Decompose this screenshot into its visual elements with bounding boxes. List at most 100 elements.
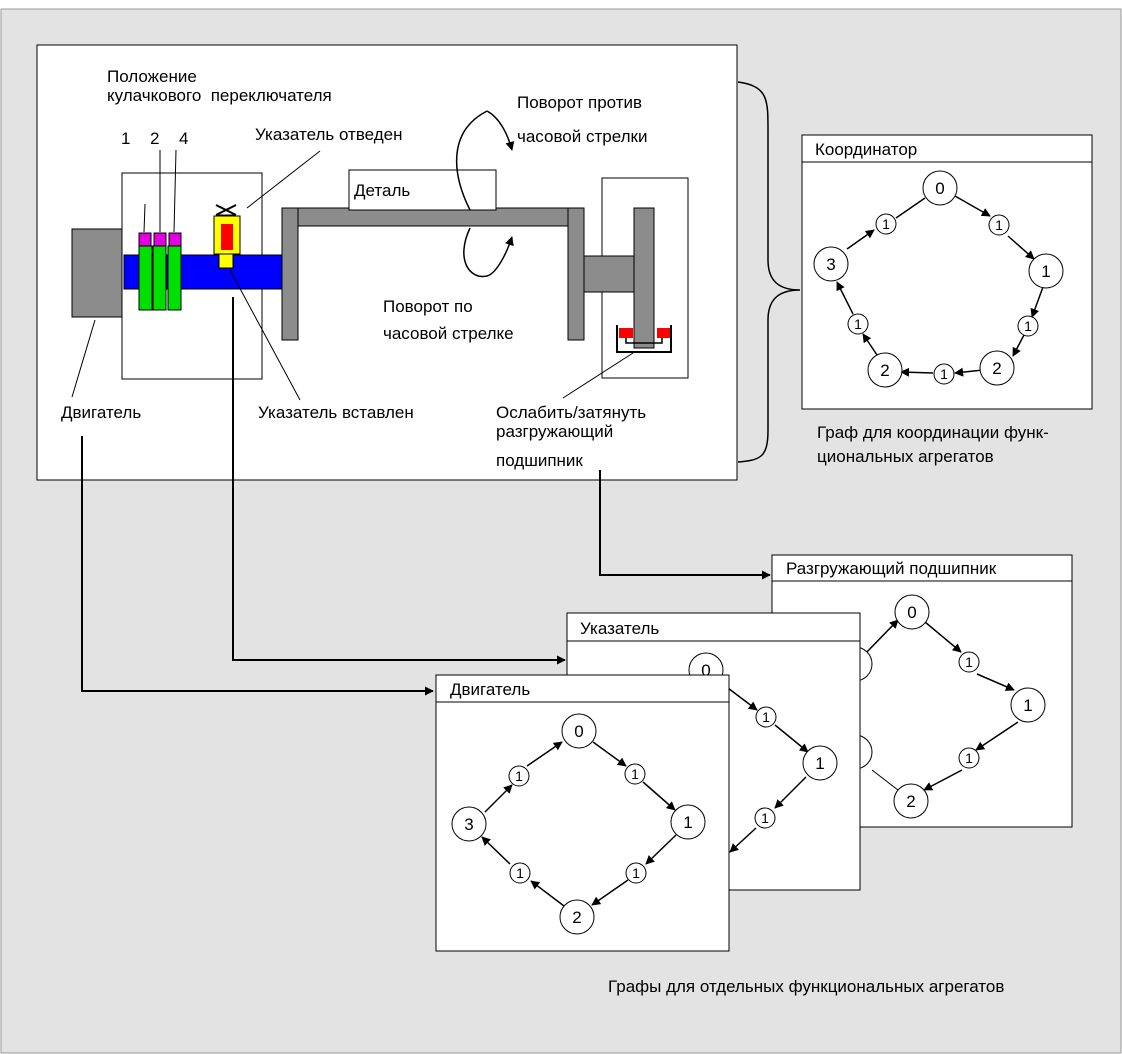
motor-edge bbox=[526, 741, 563, 767]
coord-edge bbox=[900, 367, 934, 377]
transition-node bbox=[958, 651, 980, 673]
pointer-tip bbox=[218, 253, 234, 269]
transition-label: 1 bbox=[761, 810, 769, 826]
state-node bbox=[451, 806, 487, 842]
state-node bbox=[561, 713, 597, 749]
transition-label: 1 bbox=[762, 709, 770, 725]
fixture-frame bbox=[281, 169, 585, 341]
motor-graph-title: Двигатель bbox=[450, 680, 530, 699]
bearing-edge bbox=[976, 673, 1015, 691]
connector-motor bbox=[81, 436, 434, 696]
transition-node bbox=[847, 313, 869, 335]
pointer-inserted-label: Указатель вставлен bbox=[258, 403, 414, 422]
fixture-right-post bbox=[567, 207, 585, 341]
rotate-ccw-arrow-head bbox=[486, 110, 515, 151]
coordinator-caption-line2: циональных агрегатов bbox=[817, 447, 994, 466]
transition-label: 1 bbox=[632, 865, 640, 881]
state-node bbox=[802, 745, 838, 781]
transition-label: 1 bbox=[854, 316, 862, 332]
transition-node bbox=[754, 807, 776, 829]
coordinator-panel: Координатор 0 1 2 2 3 1 1 1 1 1 Граф bbox=[801, 134, 1093, 466]
motor-edge bbox=[592, 741, 627, 767]
bearing-label-line2: разгружающий bbox=[496, 422, 613, 441]
coord-edge bbox=[954, 367, 984, 377]
leader-bearing bbox=[562, 352, 634, 399]
pointer-edge bbox=[774, 776, 807, 809]
bearing-edge bbox=[861, 619, 899, 658]
transition-label: 1 bbox=[882, 216, 890, 232]
coord-edge bbox=[862, 333, 878, 356]
rotate-cw-arrow bbox=[463, 227, 514, 278]
cam-disc-3 bbox=[167, 245, 182, 311]
motor-block bbox=[71, 228, 125, 318]
state-label: 1 bbox=[1023, 696, 1032, 715]
state-node bbox=[559, 899, 595, 935]
transition-label: 1 bbox=[515, 768, 523, 784]
bearing-pad-right bbox=[657, 328, 670, 338]
motor-edge bbox=[530, 880, 565, 907]
graphs-caption: Графы для отдельных функциональных агрег… bbox=[608, 977, 1004, 996]
bearing-edge bbox=[975, 721, 1019, 751]
state-label: 3 bbox=[464, 815, 473, 834]
cam-disc-2 bbox=[152, 245, 167, 311]
transition-node bbox=[625, 862, 647, 884]
state-label: 0 bbox=[907, 603, 916, 622]
motor-edge bbox=[591, 879, 629, 906]
pointer-retracted-label: Указатель отведен bbox=[255, 125, 403, 144]
transition-node bbox=[624, 763, 646, 785]
pointer-graph-title: Указатель bbox=[580, 619, 659, 638]
transition-node bbox=[988, 214, 1010, 236]
connector-pointer bbox=[232, 297, 566, 665]
coordinator-caption-line1: Граф для координации функ- bbox=[817, 423, 1049, 442]
state-node bbox=[670, 804, 706, 840]
transition-node bbox=[958, 747, 980, 769]
cam-pointer-line-3 bbox=[173, 149, 177, 233]
transition-node bbox=[508, 765, 530, 787]
coord-edge bbox=[895, 197, 926, 219]
state-node bbox=[894, 594, 930, 630]
leader-motor bbox=[71, 319, 96, 398]
motor-edge bbox=[481, 836, 511, 865]
pointer-pin bbox=[213, 204, 241, 269]
machine-panel: Положение кулачкового переключателя 1 2 … bbox=[36, 44, 738, 481]
state-label: 1 bbox=[683, 813, 692, 832]
coord-edge bbox=[954, 195, 991, 217]
transition-node bbox=[755, 706, 777, 728]
transition-label: 1 bbox=[965, 750, 973, 766]
bearing-label-line3: подшипник bbox=[496, 451, 583, 470]
rotate-ccw-label-line1: Поворот против bbox=[517, 93, 642, 112]
transition-label: 1 bbox=[940, 366, 948, 382]
motor-edge bbox=[642, 781, 676, 811]
transition-node bbox=[875, 213, 897, 235]
motor-edge bbox=[645, 834, 677, 865]
fixture-beam bbox=[297, 207, 569, 227]
bearing-edge bbox=[923, 769, 963, 791]
coord-edge bbox=[1030, 286, 1044, 318]
coord-edge bbox=[1012, 334, 1025, 357]
leader-pointer-retracted bbox=[246, 150, 321, 209]
transition-node bbox=[1017, 315, 1039, 337]
cam-number-2: 2 bbox=[150, 129, 159, 148]
bearing-label-line1: Ослабить/затянуть bbox=[496, 403, 646, 422]
cam-switch-label-line2: кулачкового переключателя bbox=[107, 86, 332, 105]
pointer-core bbox=[221, 224, 233, 250]
cam-pointer-line-1 bbox=[143, 203, 146, 233]
state-node bbox=[893, 783, 929, 819]
fixture-left-post bbox=[281, 207, 299, 341]
state-label: 3 bbox=[826, 255, 835, 274]
coord-edge bbox=[846, 229, 875, 250]
connector-bearing bbox=[599, 470, 771, 580]
cam-number-1: 1 bbox=[121, 129, 130, 148]
bearing-plate bbox=[633, 207, 655, 349]
cam-switch bbox=[138, 149, 182, 311]
pointer-cross-2 bbox=[215, 204, 237, 216]
cam-top-2 bbox=[153, 232, 167, 247]
cam-switch-label-line1: Положение bbox=[107, 67, 197, 86]
transition-label: 1 bbox=[995, 217, 1003, 233]
transition-label: 1 bbox=[965, 654, 973, 670]
cam-top-3 bbox=[168, 232, 182, 247]
rotate-ccw-arrow bbox=[455, 110, 488, 211]
transition-label: 1 bbox=[631, 766, 639, 782]
state-node bbox=[1028, 253, 1064, 289]
